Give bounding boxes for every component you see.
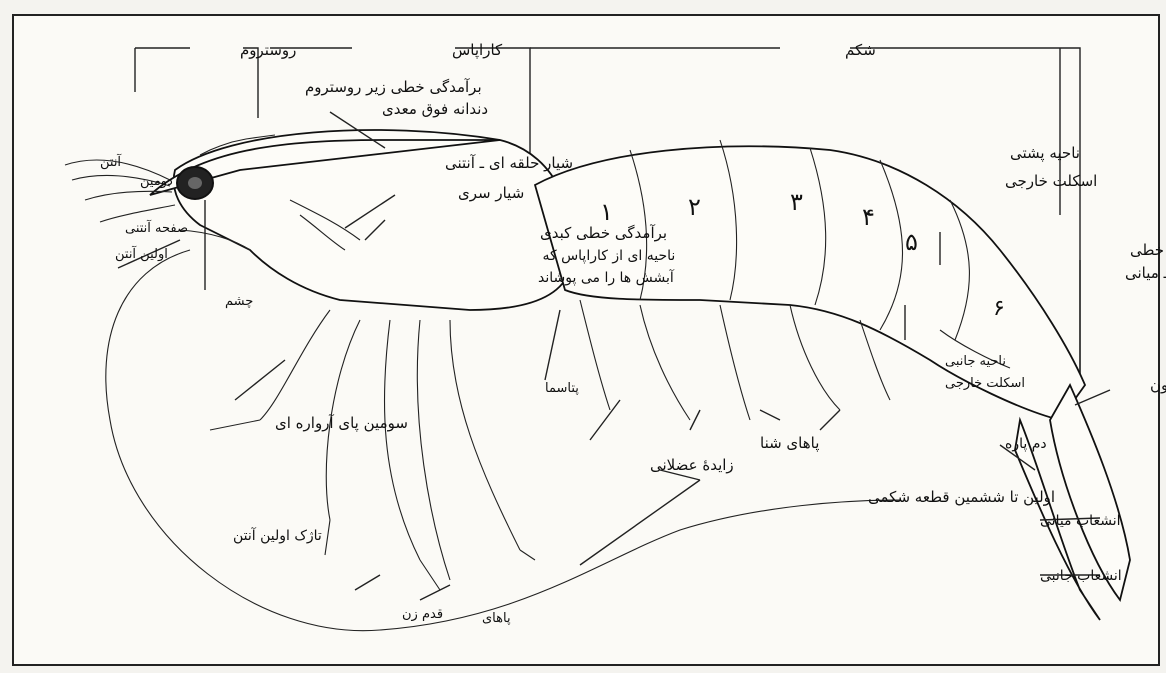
label-pleuron-1: ناحیه جانبی [945,354,1006,369]
segment-number-3: ٣ [790,188,803,216]
label-swimmerets: پاهای شنا [760,434,819,453]
segment-number-6: ۶ [993,296,1005,321]
label-pleuron-2: اسکلت خارجی [945,376,1025,391]
label-exopod: انشعاب جانبی [1040,568,1122,584]
label-first-antenna-flagellum: تاژک اولین آنتن [233,527,322,544]
segment-number-2: ٢ [688,193,701,221]
segment-number-5: ۵ [905,228,918,256]
label-eye: چشم [225,294,253,309]
label-walking-legs-2: پاهای [482,611,511,626]
label-walking-legs-1: قدم زن [402,607,443,622]
label-carapace: کاراپاس [452,41,503,60]
label-uropod: دم پاره [1005,436,1047,452]
label-tergum-1: ناحیه پشتی [1010,144,1080,163]
label-second-antenna: دومین [140,174,173,189]
label-dorsal-ridge-1: برآمدگی خطی [1130,241,1166,259]
label-muscle-appendix: زایدۀ عضلانی [650,456,734,474]
label-endopod: انشعاب میانی [1040,513,1120,529]
label-rostrum: روستروم [240,41,296,59]
label-cervical-groove: شیار سری [458,184,524,202]
label-antenna: آنتن [100,153,122,170]
label-abdominal-segments: اولین تا ششمین قطعه شکمی [868,488,1055,506]
label-subrostral-ridge: برآمدگی خطی زیر روستروم [305,78,482,96]
label-antennal-ring-groove: شیار حلقه ای ـ آنتنی [445,154,573,172]
segment-number-4: ۴ [862,203,875,231]
label-telson: تلسون [1150,376,1166,394]
label-first-antenna: اولین آنتن [115,245,168,262]
segment-number-1: ١ [600,198,613,226]
label-antennal-scale: صفحه آنتنی [125,219,188,236]
label-tergum-2: اسکلت خارجی [1005,172,1097,190]
label-epigastric-tooth: دندانه فوق معدی [382,100,488,118]
label-abdomen: شکم [845,41,876,59]
label-petasma: پتاسما [545,381,579,396]
label-dorsal-ridge-2: پشتی ـ میانی [1125,264,1166,283]
label-hepatic-ridge: برآمدگی خطی کبدی [540,224,667,242]
label-third-maxilliped: سومین پای آرواره ای [275,414,408,433]
